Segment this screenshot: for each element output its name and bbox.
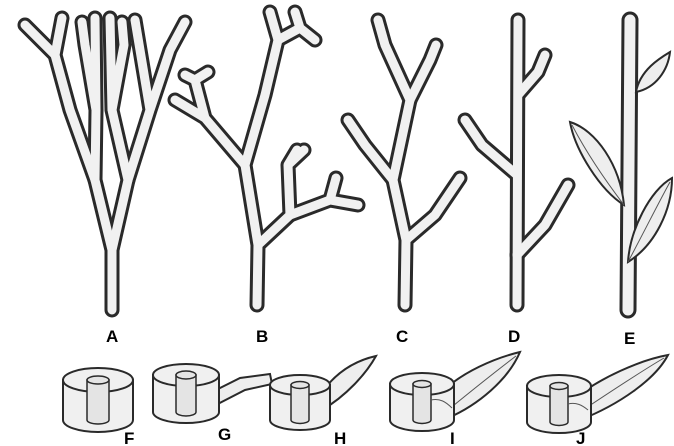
label-g: G [218, 425, 231, 444]
figure-g-enation-outgrowth: G [153, 364, 272, 444]
figure-c-pseudomonopodial: C [348, 20, 460, 346]
label-d: D [508, 327, 520, 346]
label-a: A [106, 327, 118, 346]
figure-b-overtopping: B [175, 12, 358, 346]
figure-h-small-leaf: H [270, 356, 376, 446]
leaf-upper [636, 52, 670, 92]
leaf-left [570, 122, 624, 205]
figure-j-leaf-gap: J [527, 355, 668, 446]
label-i: I [450, 429, 455, 446]
figure-i-leaf-trace: I [390, 352, 520, 446]
figure-f-stele-section: F [63, 368, 134, 446]
label-f: F [124, 429, 134, 446]
figure-d-monopodial: D [465, 20, 568, 346]
label-c: C [396, 327, 408, 346]
label-j: J [576, 429, 585, 446]
label-e: E [624, 329, 635, 348]
figure-a-dichotomous-branching: A [25, 18, 185, 346]
label-h: H [334, 429, 346, 446]
figure-e-leafy-axis: E [570, 20, 672, 348]
label-b: B [256, 327, 268, 346]
